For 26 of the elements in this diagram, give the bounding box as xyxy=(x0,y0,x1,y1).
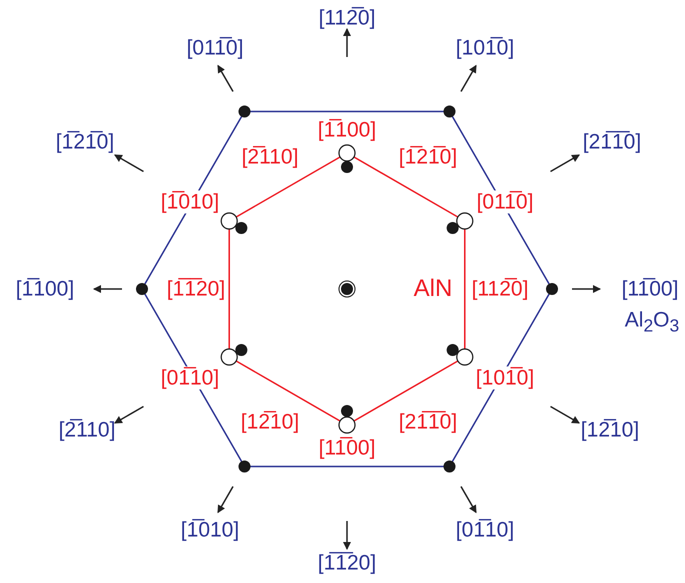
direction-index: [112̅0] xyxy=(472,277,528,301)
material-label: AlN xyxy=(414,276,452,302)
direction-index: [112̅0] xyxy=(318,6,376,30)
direction-index: [101̅0] xyxy=(474,366,536,390)
direction-index: [1̅1̅20] xyxy=(166,277,226,301)
direction-index: [1̅010] xyxy=(180,518,240,542)
direction-index: [011̅0] xyxy=(186,36,244,60)
direction-index: [1̅010] xyxy=(160,190,220,214)
direction-index: [12̅10] xyxy=(240,410,300,434)
direction-index: [01̅10] xyxy=(160,366,220,390)
direction-index: [21̅1̅0] xyxy=(398,410,458,434)
direction-index: [12̅10] xyxy=(580,418,640,442)
direction-index: [101̅0] xyxy=(456,36,514,60)
direction-index: [1̅100] xyxy=(16,277,74,301)
direction-index: [21̅1̅0] xyxy=(582,130,642,154)
material-label: Al$_{2}$O$_{3}$ xyxy=(624,308,680,336)
direction-index: [1̅21̅0] xyxy=(56,130,114,154)
direction-index: [2̅110] xyxy=(242,145,298,169)
direction-index: [1̅21̅0] xyxy=(398,145,458,169)
direction-index: [2̅110] xyxy=(58,418,116,442)
direction-index: [1̅1̅20] xyxy=(318,551,376,575)
direction-index: [01̅10] xyxy=(456,518,514,542)
direction-index: [11̅00] xyxy=(622,277,678,301)
direction-index: [11̅00] xyxy=(318,436,376,460)
direction-index: [1̅100] xyxy=(318,118,376,142)
direction-index: [011̅0] xyxy=(476,190,534,214)
